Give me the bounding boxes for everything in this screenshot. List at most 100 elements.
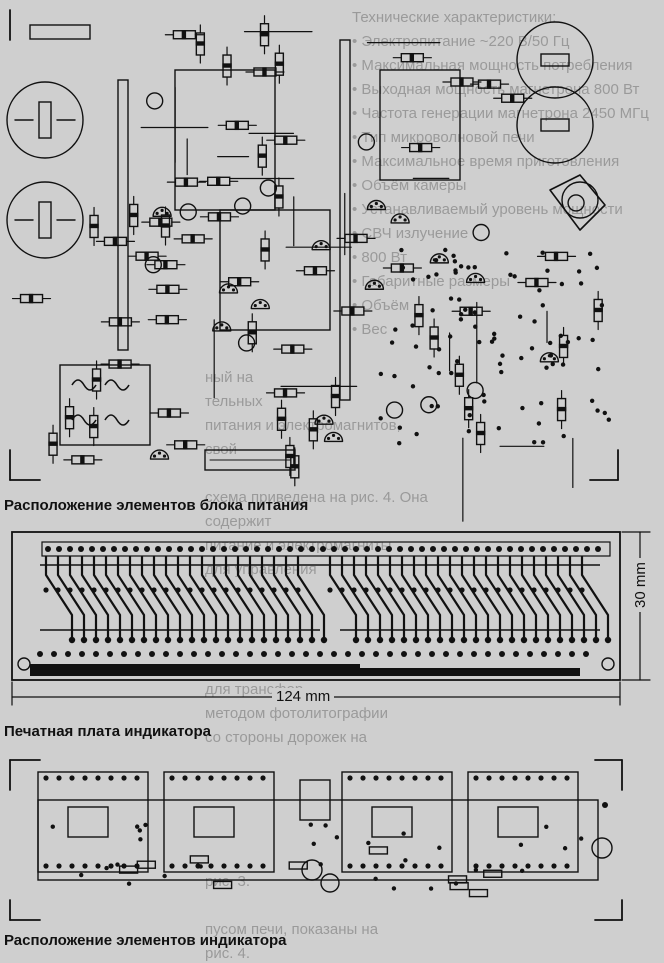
solder-pad <box>287 546 293 552</box>
resistor-band <box>308 427 319 432</box>
capacitor-marking <box>38 201 52 239</box>
solder-pad <box>561 433 566 439</box>
solder-pad <box>576 336 581 341</box>
power-supply-board <box>6 9 619 522</box>
solder-pad <box>115 862 120 867</box>
solder-pad <box>433 257 439 263</box>
solder-pad <box>463 307 468 312</box>
solder-pad <box>372 281 376 285</box>
solder-pad <box>122 546 128 552</box>
solder-pad <box>160 208 164 212</box>
transistor <box>212 321 232 332</box>
solder-pad <box>82 863 88 869</box>
resistor-band <box>117 359 122 369</box>
solder-pad <box>323 823 328 828</box>
diode-bridge <box>549 174 606 231</box>
indicator-pcb-board <box>11 531 651 706</box>
resistor-band <box>222 63 232 68</box>
display-module <box>467 771 579 873</box>
solder-pad <box>317 651 323 657</box>
resistor-band <box>276 416 287 421</box>
solder-pad <box>507 587 513 593</box>
resistor-band <box>468 306 473 316</box>
solder-pad <box>568 636 576 644</box>
solder-pad <box>411 587 417 593</box>
solder-pad <box>376 636 384 644</box>
resistor-band <box>89 423 99 429</box>
solder-pad <box>103 587 109 593</box>
solder-pad <box>492 336 497 341</box>
solder-pad <box>320 636 328 644</box>
solder-pad <box>592 636 600 644</box>
transformer-winding <box>71 414 97 426</box>
fuse-holder <box>561 181 599 219</box>
solder-pad <box>466 265 471 270</box>
solder-pad <box>548 353 554 358</box>
solder-pad <box>578 836 584 841</box>
solder-pad <box>438 775 444 781</box>
solder-pad <box>386 863 392 869</box>
solder-pad <box>410 323 415 328</box>
solder-pad <box>199 546 205 552</box>
segment-outline <box>371 806 413 838</box>
resistor-band <box>417 142 423 153</box>
solder-pad <box>596 366 601 372</box>
solder-pad <box>468 277 473 282</box>
solder-pad <box>234 775 240 781</box>
electrolytic-capacitor <box>516 21 594 99</box>
solder-pad <box>276 546 282 552</box>
solder-pad <box>508 636 516 644</box>
solder-pad <box>486 863 492 869</box>
solder-pad <box>43 775 49 781</box>
solder-pad <box>519 355 524 361</box>
solder-pad <box>326 436 331 441</box>
heatsink-rail <box>339 39 351 401</box>
solder-pad <box>69 775 75 781</box>
solder-pad <box>520 636 528 644</box>
solder-pad <box>483 587 489 593</box>
solder-pad <box>399 863 405 869</box>
solder-pad <box>311 841 316 846</box>
solder-pad <box>473 775 479 781</box>
solder-pad <box>232 546 238 552</box>
solder-pad <box>144 546 150 552</box>
solder-pad <box>481 392 486 398</box>
solder-pad <box>397 440 402 446</box>
solder-pad <box>471 587 477 593</box>
solder-pad <box>436 636 444 644</box>
transistor <box>311 239 331 251</box>
solder-pad <box>428 886 434 891</box>
solder-pad <box>527 651 533 657</box>
solder-pad <box>525 775 531 781</box>
resistor-band <box>195 41 206 46</box>
resistor-band <box>330 393 341 399</box>
solder-pad <box>448 296 454 301</box>
solder-pad <box>260 775 266 781</box>
solder-pad <box>254 546 260 552</box>
resistor-band <box>409 52 415 63</box>
resistor <box>483 869 503 878</box>
solder-pad <box>200 636 208 644</box>
solder-pad <box>195 775 201 781</box>
solder-pad <box>375 546 381 552</box>
solder-pad <box>518 842 524 848</box>
solder-pad <box>387 651 393 657</box>
solder-pad <box>460 636 468 644</box>
solder-pad <box>177 546 183 552</box>
background-right-line: • Электропитание ~220 В/50 Гц <box>352 33 570 50</box>
solder-pad <box>56 775 62 781</box>
resistor-band <box>28 293 34 304</box>
electrolytic-capacitor <box>6 181 84 259</box>
resistor-band <box>112 236 118 247</box>
background-right-line: Технические характеристики: <box>352 9 557 26</box>
solder-pad <box>443 651 449 657</box>
resistor <box>288 861 308 870</box>
solder-pad <box>540 546 546 552</box>
solder-pad <box>378 416 383 421</box>
solder-pad <box>121 775 127 781</box>
solder-pad <box>392 373 397 379</box>
solder-pad <box>283 587 289 593</box>
resistor-band <box>234 120 239 131</box>
solder-pad <box>512 274 517 279</box>
power-resistor <box>204 449 296 471</box>
